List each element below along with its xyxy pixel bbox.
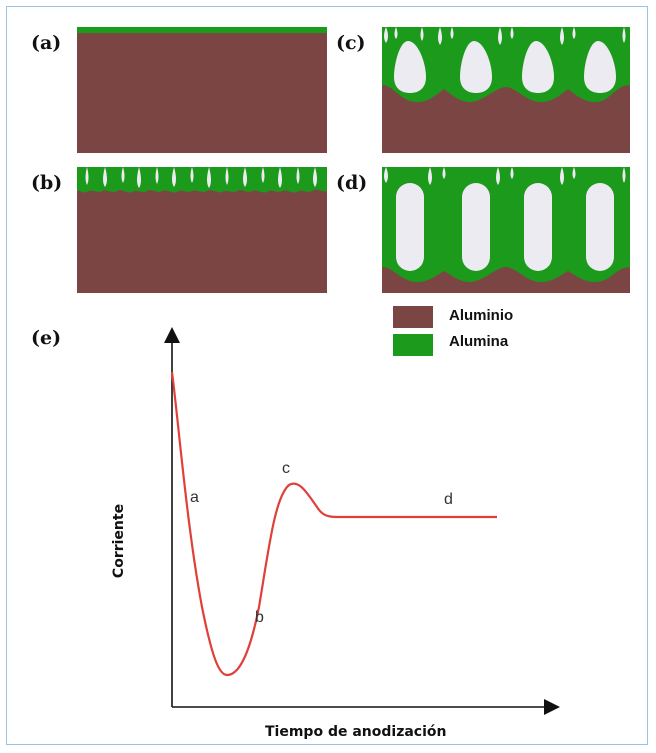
panel-d-illustration (382, 167, 630, 293)
y-axis-title: Corriente (111, 503, 128, 579)
panel-label-a: (a) (31, 32, 62, 54)
panel-label-c: (c) (336, 32, 366, 54)
x-axis-title: Tiempo de anodización (265, 724, 447, 740)
panel-a-illustration (77, 27, 327, 153)
legend-swatch-aluminio (393, 306, 433, 328)
panel-label-d: (d) (336, 172, 368, 194)
panel-label-e: (e) (31, 327, 62, 349)
pores (384, 27, 626, 93)
legend-swatch-alumina (393, 334, 433, 356)
pore-nuclei (85, 167, 317, 188)
curve-label-b: b (255, 609, 264, 626)
current-time-graph: a b c d (164, 327, 560, 715)
panel-c-illustration (382, 27, 630, 153)
aluminio-layer (77, 27, 327, 153)
curve-label-c: c (282, 460, 290, 477)
legend-label-alumina: Alumina (449, 333, 509, 350)
legend-label-aluminio: Aluminio (449, 307, 514, 324)
alumina-layer (77, 27, 327, 33)
curve-label-d: d (444, 491, 453, 508)
panel-b-illustration (77, 167, 327, 293)
pores (384, 167, 626, 271)
figure-frame: (a) (b) (c) (d) (e) (6, 6, 648, 745)
alumina-layer (382, 27, 630, 103)
alumina-layer (382, 167, 630, 283)
panel-label-b: (b) (31, 172, 63, 194)
curve-label-a: a (190, 489, 199, 506)
current-curve (170, 371, 497, 677)
